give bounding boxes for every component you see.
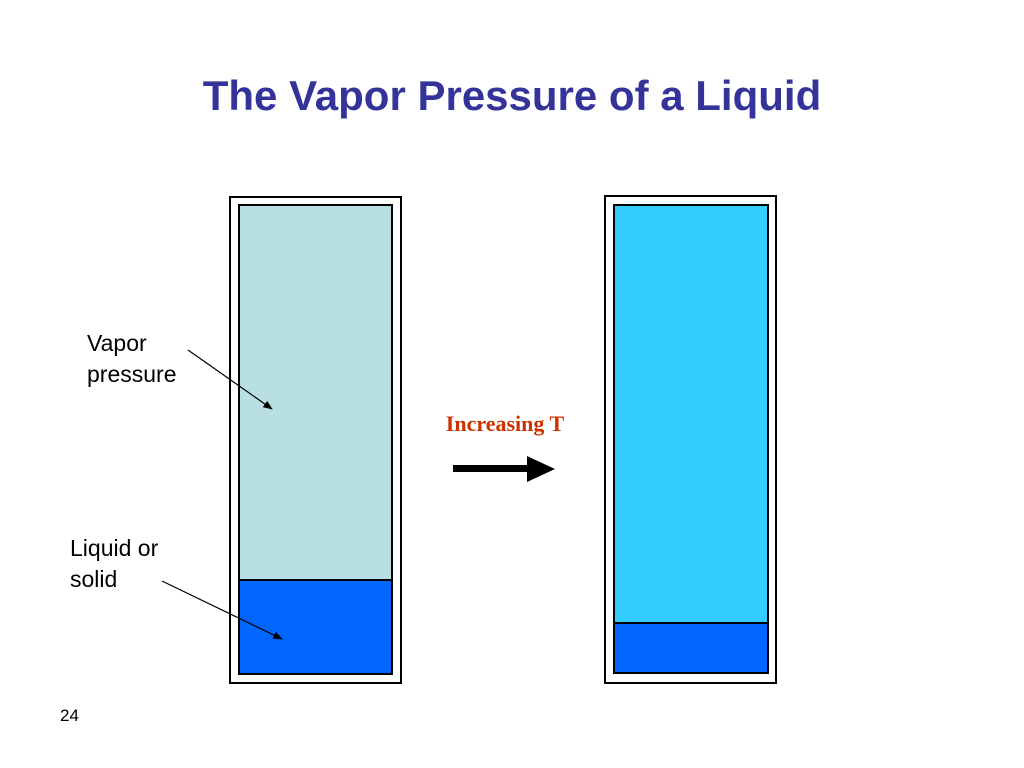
increasing-temperature-label: Increasing T [445,411,565,436]
vapor-pressure-label: Vapor pressure [87,328,176,390]
vapor-region-high [613,204,769,624]
vapor-pressure-label-line: Vapor [87,330,147,356]
page-number: 24 [60,706,79,725]
liquid-region-low [238,579,393,675]
liquid-or-solid-label-line: solid [70,566,118,592]
liquid-region-high [613,622,769,674]
liquid-or-solid-label: Liquid or solid [70,533,158,595]
slide-title: The Vapor Pressure of a Liquid [202,72,822,119]
liquid-or-solid-label-line: Liquid or [70,535,159,561]
container-high-temperature [604,195,777,684]
vapor-pressure-label-line: pressure [87,361,177,387]
right-arrow-icon [453,456,555,482]
pointer-arrow-icon [187,349,273,410]
container-low-temperature [229,196,402,684]
pointer-arrow-icon [161,580,283,640]
vapor-region-low [238,204,393,581]
